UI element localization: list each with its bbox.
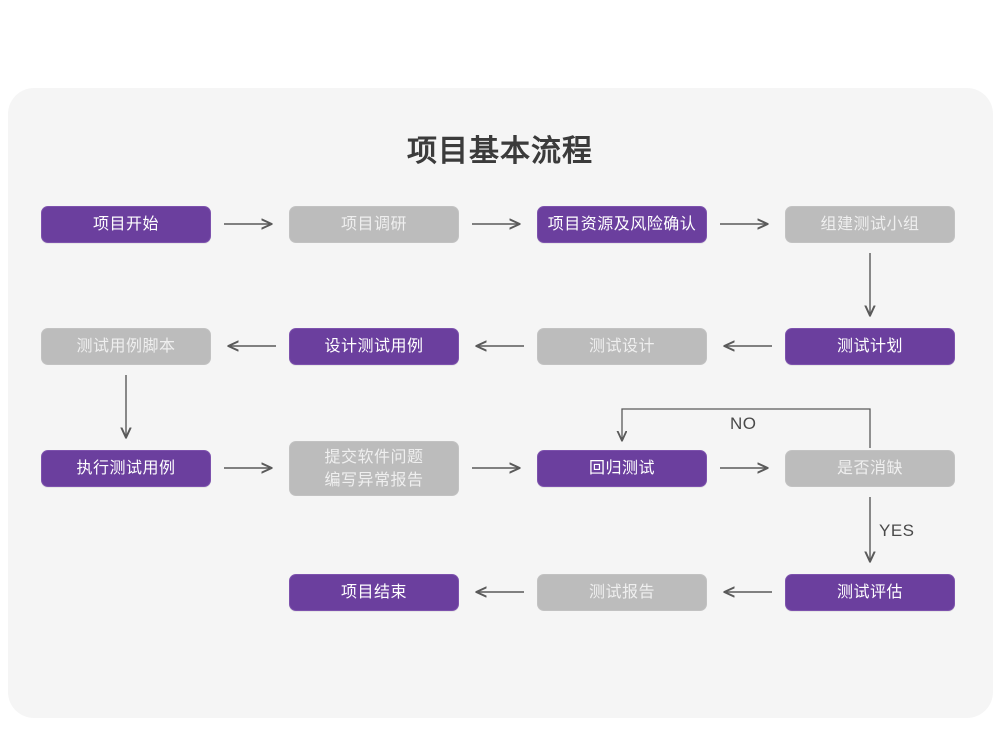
node-execute-test-cases[interactable]: 执行测试用例 — [41, 450, 211, 487]
node-form-test-team[interactable]: 组建测试小组 — [785, 206, 955, 243]
node-defects-cleared[interactable]: 是否消缺 — [785, 450, 955, 487]
node-resource-risk-confirm[interactable]: 项目资源及风险确认 — [537, 206, 707, 243]
node-test-evaluation[interactable]: 测试评估 — [785, 574, 955, 611]
node-project-end[interactable]: 项目结束 — [289, 574, 459, 611]
flowchart-card — [8, 88, 993, 718]
node-test-plan[interactable]: 测试计划 — [785, 328, 955, 365]
node-test-design[interactable]: 测试设计 — [537, 328, 707, 365]
node-submit-defects-report[interactable]: 提交软件问题 编写异常报告 — [289, 441, 459, 496]
node-regression-test[interactable]: 回归测试 — [537, 450, 707, 487]
edge-label-no: NO — [730, 414, 757, 433]
node-test-case-script[interactable]: 测试用例脚本 — [41, 328, 211, 365]
page-title: 项目基本流程 — [407, 135, 593, 168]
edge-label-yes: YES — [879, 521, 915, 540]
node-design-test-cases[interactable]: 设计测试用例 — [289, 328, 459, 365]
node-project-start[interactable]: 项目开始 — [41, 206, 211, 243]
node-project-research[interactable]: 项目调研 — [289, 206, 459, 243]
edge-n12-n11-no — [622, 408, 871, 448]
node-test-report[interactable]: 测试报告 — [537, 574, 707, 611]
